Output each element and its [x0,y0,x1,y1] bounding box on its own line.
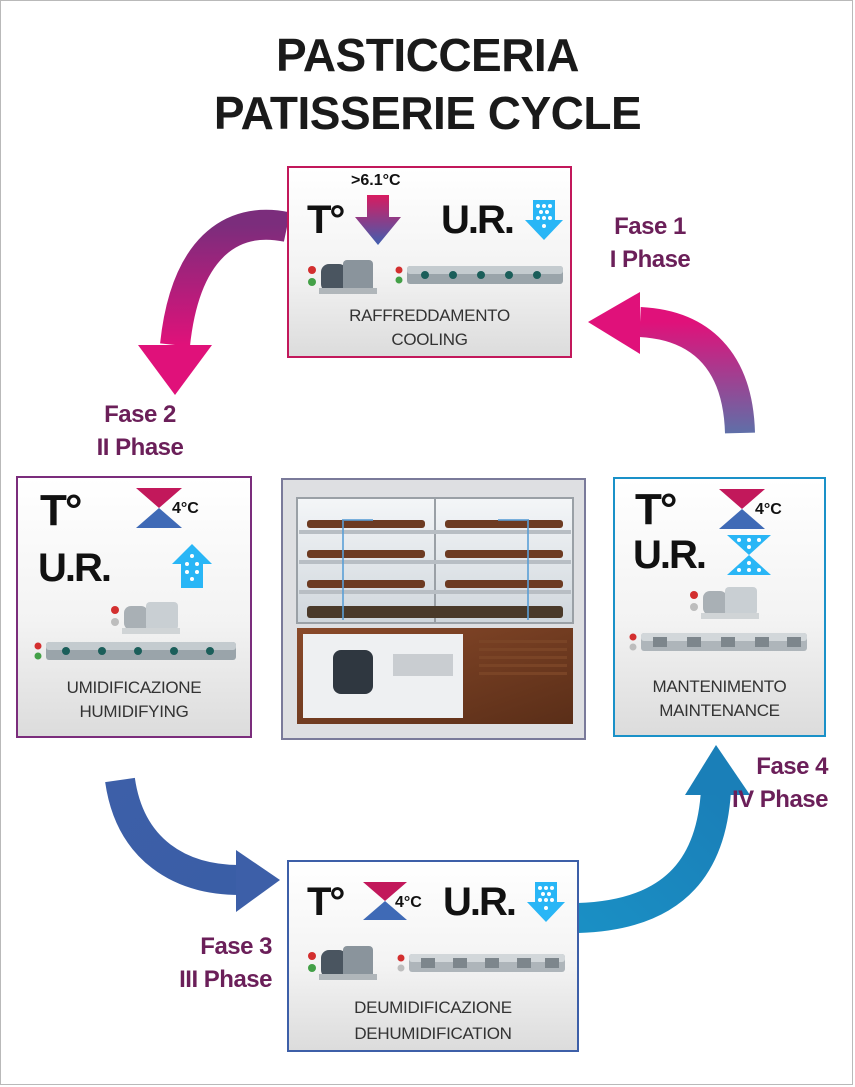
pastry-display-case-image [281,478,586,740]
phase1-card: T° >6.1°C U.R. RAFFREDDAMENTO COOLING [287,166,572,358]
arrow-head-phase2 [138,345,212,395]
phase4-caption-en: MAINTENANCE [659,701,780,720]
phase1-temperature-label: T° [307,198,345,242]
phase2-caption-en: HUMIDIFYING [79,702,189,721]
temperature-down-icon [355,195,401,245]
compressor-icon [111,602,180,634]
phase3-label: Fase 3 III Phase [150,930,272,996]
phase4-card: T° 4°C U.R. MANTENIMENTO MAINTENANCE [613,477,826,737]
phase2-setpoint: 4°C [172,500,199,517]
humidity-stable-icon [727,535,771,575]
phase3-temperature-label: T° [307,880,345,924]
phase1-setpoint: >6.1°C [351,172,401,189]
phase2-card: T° 4°C U.R. UMIDIFICAZIONE HUMIDIFYING [16,476,252,738]
phase3-caption-it: DEUMIDIFICAZIONE [354,998,512,1017]
phase4-humidity-label: U.R. [633,533,707,577]
phase3-caption-en: DEHUMIDIFICATION [354,1024,512,1043]
phase3-label-line1: Fase 3 [200,933,272,960]
phase4-label-line1: Fase 4 [756,753,828,780]
temperature-stable-icon [136,488,182,528]
humidity-down-icon [525,200,563,240]
phase1-label-line1: Fase 1 [614,213,686,240]
phase3-humidity-label: U.R. [443,880,517,924]
phase2-label-line1: Fase 2 [104,401,176,428]
phase1-label: Fase 1 I Phase [590,210,710,276]
temperature-stable-icon [719,489,765,529]
phase2-humidity-label: U.R. [38,546,112,590]
phase2-temperature-label: T° [40,486,83,535]
phase4-label: Fase 4 IV Phase [680,750,829,816]
title-line-1: PASTICCERIA [276,29,579,81]
phase3-setpoint: 4°C [395,894,422,911]
phase2-caption-it: UMIDIFICAZIONE [66,678,202,697]
phase4-temperature-label: T° [635,485,678,534]
compressor-icon [690,587,759,619]
compressor-icon [308,946,377,980]
temperature-stable-icon [363,882,407,920]
humidity-up-icon [172,544,212,588]
phase4-caption-it: MANTENIMENTO [652,677,787,696]
arrow-phase4-to-phase1 [638,307,755,434]
arrow-phase1-to-phase2 [160,209,291,347]
phase1-caption-en: COOLING [391,330,468,349]
arrow-head-phase3 [236,850,280,912]
display-case-illustration [283,480,584,738]
phase3-label-line2: III Phase [179,966,272,993]
phase1-humidity-label: U.R. [441,198,515,242]
phase1-label-line2: I Phase [609,246,691,273]
title-line-2: PATISSERIE CYCLE [213,87,642,139]
arrow-head-phase4 [685,745,750,795]
arrow-head-phase1 [588,292,640,354]
phase1-caption-it: RAFFREDDAMENTO [349,306,510,325]
arrow-phase2-to-phase3 [105,777,241,895]
humidity-down-icon [527,882,565,922]
phase2-label-line2: II Phase [96,434,184,461]
fan-bar-icon [629,633,807,651]
phase4-setpoint: 4°C [755,501,782,518]
fan-bar-icon [395,266,563,284]
fan-bar-icon [397,954,565,972]
phase3-card: T° 4°C U.R. DEUMIDIFICAZIONE DEHUMIDIFIC… [287,860,579,1052]
arrow-phase3-to-phase4 [577,788,731,933]
phase2-label: Fase 2 II Phase [75,398,205,464]
compressor-icon [308,260,377,294]
phase4-label-line2: IV Phase [731,786,829,813]
fan-bar-icon [34,642,236,660]
